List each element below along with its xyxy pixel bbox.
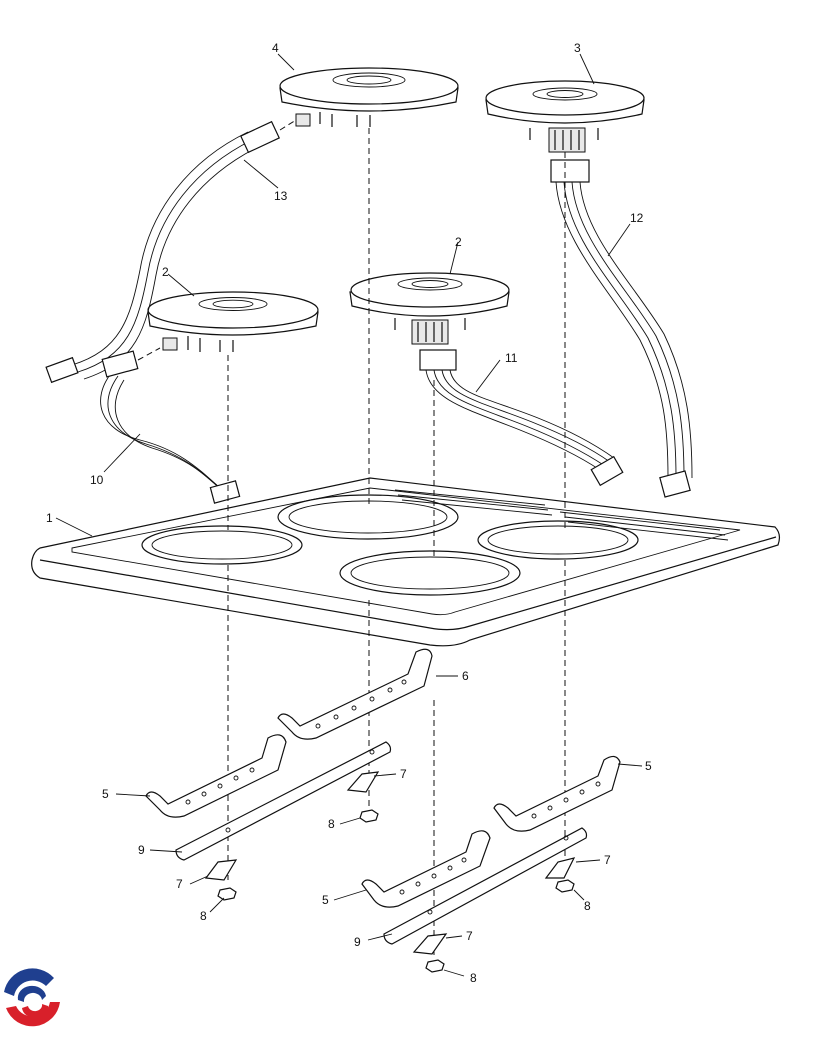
callout-12: 12 bbox=[630, 211, 644, 225]
mounting-bracket-5-right bbox=[493, 755, 621, 832]
callout-8-a: 8 bbox=[328, 817, 335, 831]
callout-10: 10 bbox=[90, 473, 104, 487]
callout-3: 3 bbox=[574, 41, 581, 55]
strap-9-left bbox=[175, 741, 392, 861]
clip-7-d bbox=[412, 933, 448, 955]
clip-7-c bbox=[544, 857, 576, 879]
surface-element-3 bbox=[485, 80, 645, 153]
callout-1: 1 bbox=[46, 511, 53, 525]
surface-element-4 bbox=[279, 67, 459, 127]
surface-element-2-left bbox=[147, 291, 319, 352]
callout-2-left: 2 bbox=[162, 265, 169, 279]
mounting-bracket-5-left bbox=[145, 734, 287, 818]
nut-8-a bbox=[359, 809, 379, 823]
callout-7-d: 7 bbox=[466, 929, 473, 943]
callout-8-b: 8 bbox=[200, 909, 207, 923]
clip-7-b bbox=[204, 859, 238, 881]
callout-9-left: 9 bbox=[138, 843, 145, 857]
surface-element-2-middle bbox=[349, 272, 510, 345]
nut-8-b bbox=[217, 887, 237, 901]
brand-logo bbox=[2, 968, 62, 1028]
wire-harness-11 bbox=[419, 349, 624, 487]
callout-9-right: 9 bbox=[354, 935, 361, 949]
callout-7-c: 7 bbox=[604, 853, 611, 867]
callout-8-c: 8 bbox=[584, 899, 591, 913]
clip-7-a bbox=[346, 771, 380, 793]
nut-8-d bbox=[425, 959, 445, 973]
callout-7-a: 7 bbox=[400, 767, 407, 781]
callout-5-left: 5 bbox=[102, 787, 109, 801]
callout-8-d: 8 bbox=[470, 971, 477, 985]
callout-13: 13 bbox=[274, 189, 288, 203]
wire-harness-12 bbox=[550, 159, 693, 498]
callout-11: 11 bbox=[505, 351, 518, 365]
callout-4: 4 bbox=[272, 41, 279, 55]
callout-5-right: 5 bbox=[645, 759, 652, 773]
wire-harness-10 bbox=[100, 347, 241, 504]
callout-labels: 1 4 3 2 2 13 12 11 10 6 5 5 5 9 9 7 7 7 … bbox=[46, 41, 652, 985]
mounting-bracket-6 bbox=[277, 648, 433, 740]
nut-8-c bbox=[555, 879, 575, 893]
callout-5-bottom: 5 bbox=[322, 893, 329, 907]
clips-7 bbox=[204, 771, 576, 955]
strap-9-right bbox=[383, 827, 588, 945]
mounting-bracket-5-bottom bbox=[361, 830, 491, 908]
callout-2-middle: 2 bbox=[455, 235, 462, 249]
callout-6: 6 bbox=[462, 669, 469, 683]
callout-7-b: 7 bbox=[176, 877, 183, 891]
nuts-8 bbox=[217, 809, 575, 973]
leader-lines bbox=[55, 53, 643, 977]
cooktop-panel bbox=[31, 477, 781, 647]
